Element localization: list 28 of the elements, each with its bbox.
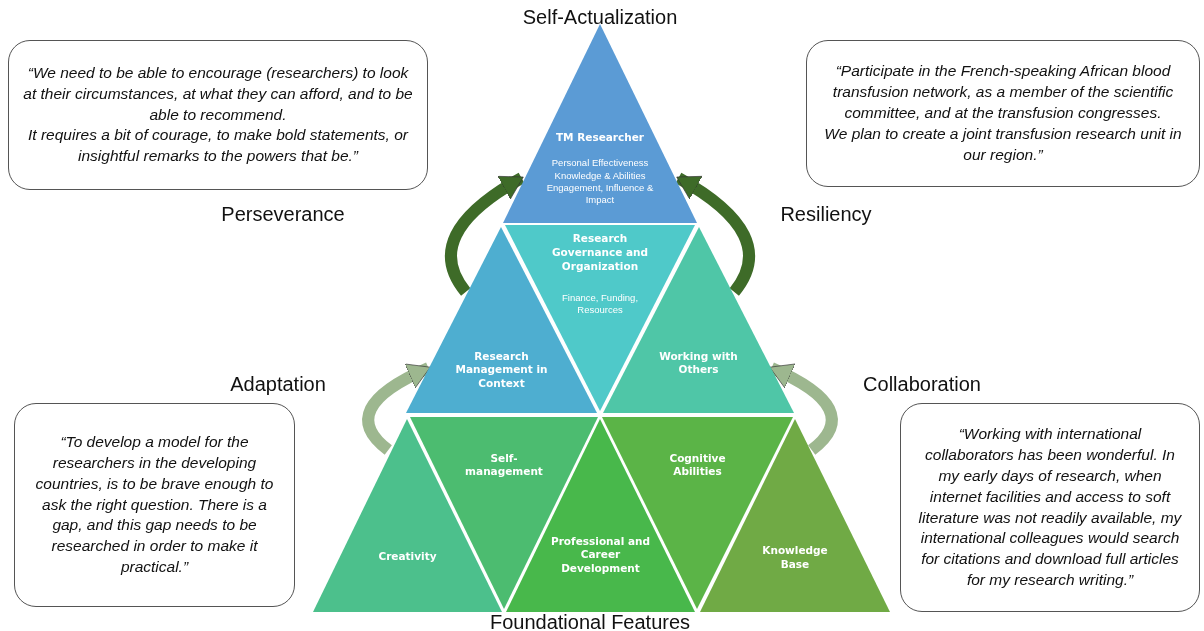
segment-title: Professional and Career Development [550,534,651,576]
quote-text: We plan to create a joint transfusion research unit in our region.” [823,123,1183,165]
quote-box [8,40,428,190]
segment-title: Cognitive Abilities [668,451,727,479]
segment-description: Personal Effectiveness Knowledge & Abilities Engagement, Influence & Impact [545,157,655,207]
segment-title: Working with Others [658,349,739,378]
segment-title: Self- management [464,451,544,479]
transition-label: Resiliency [780,203,872,226]
quote-box [806,40,1200,187]
quote-box [14,403,295,607]
quote-text: It requires a bit of courage, to make bold statements, or insightful remarks to the powers that be.” [27,125,410,167]
segment-title: Knowledge Base [761,544,829,572]
segment-title: TM Researcher [554,131,646,146]
tier-label: Foundational Features [489,611,691,631]
quote-text: “Working with international collaborators has been wonderful. In my early days of research, when internet facilities and access to soft literature was not readily available, my international colleagues would search for citations and download full articles for my research writing.” [917,423,1183,591]
pyramid-segment [503,24,697,223]
quote-box [900,403,1200,612]
quote-text: “To develop a model for the researchers in the developing countries, is to be brave enough to ask the right question. There is a gap, and this gap needs to be researched in order to make it practical.” [34,431,275,578]
transition-label: Perseverance [221,203,345,226]
tier-label: Self-Actualization [522,6,678,29]
segment-description: Finance, Funding, Resources [560,291,639,317]
segment-title: Research Governance and Organization [550,232,650,274]
quote-text: “Participate in the French-speaking African blood transfusion network, as a member of the scientific committee, and at the transfusion congresses. [831,61,1175,124]
segment-title: Creativity [377,550,438,564]
transition-label: Adaptation [230,373,326,396]
transition-label: Collaboration [863,373,981,396]
quote-text: “We need to be able to encourage (researchers) to look at their circumstances, at what they can afford, and to be able to recommend. [22,62,414,125]
segment-title: Research Management in Context [454,349,549,391]
